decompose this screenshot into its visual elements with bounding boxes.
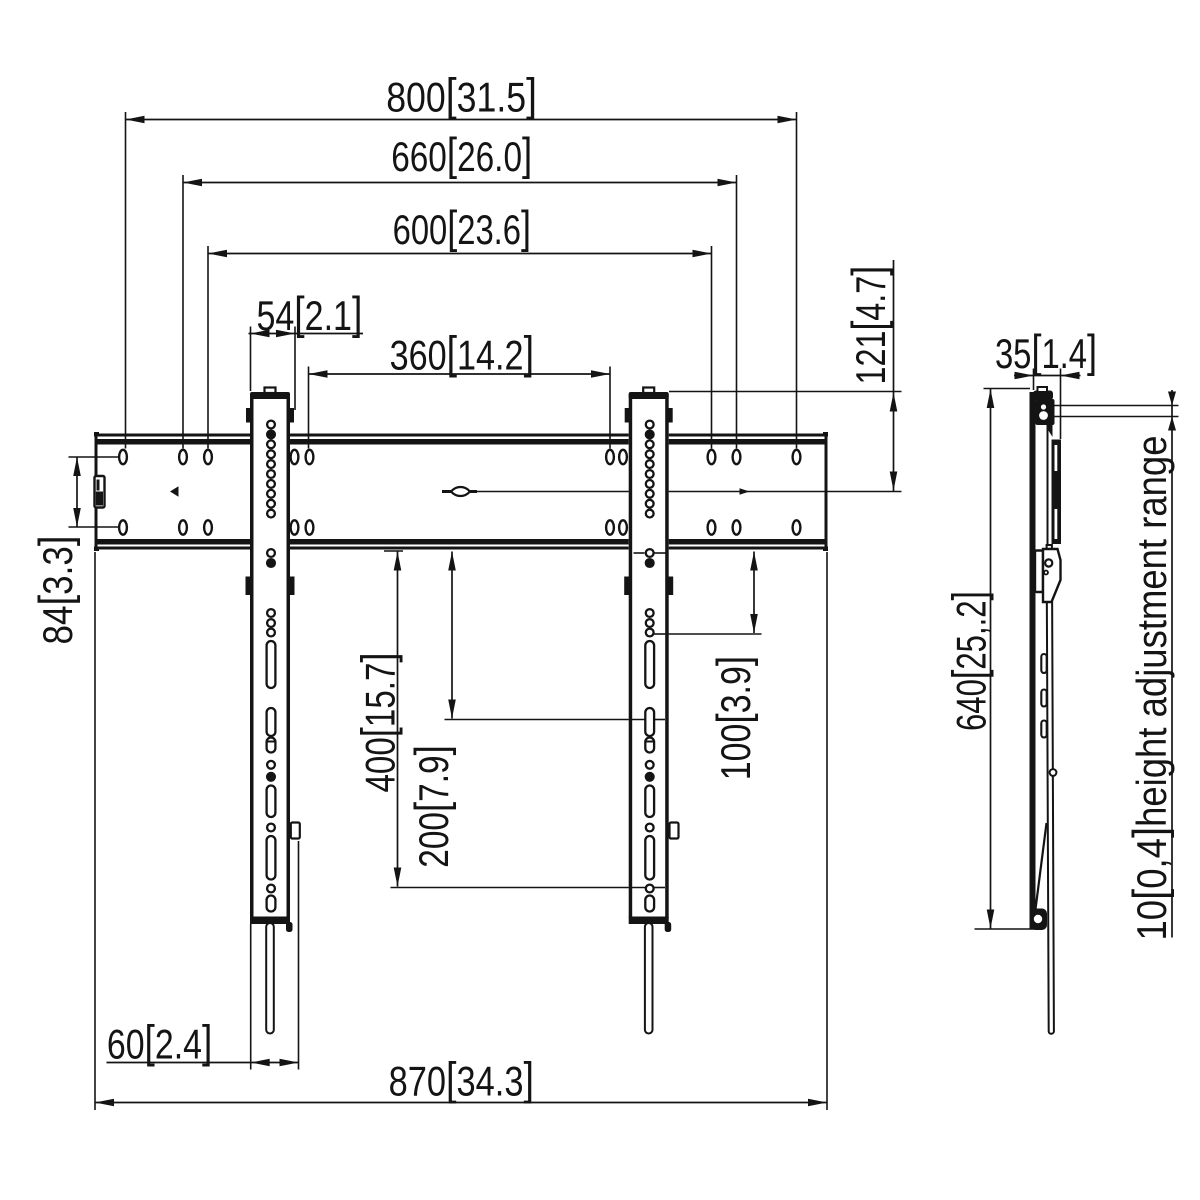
svg-text:200[7.9]: 200[7.9] xyxy=(406,745,458,868)
svg-text:640[25,.2]: 640[25,.2] xyxy=(943,591,995,731)
svg-text:360[14.2]: 360[14.2] xyxy=(390,327,534,379)
svg-text:100[3.9]: 100[3.9] xyxy=(708,656,760,780)
svg-text:400[15.7]: 400[15.7] xyxy=(352,653,404,793)
svg-text:60[2.4]: 60[2.4] xyxy=(107,1016,213,1068)
svg-text:54[2.1]: 54[2.1] xyxy=(256,288,362,340)
svg-text:800[31.5]: 800[31.5] xyxy=(386,69,537,121)
svg-text:600[23.6]: 600[23.6] xyxy=(393,202,531,254)
svg-text:870[34.3]: 870[34.3] xyxy=(389,1053,534,1105)
svg-text:84[3.3]: 84[3.3] xyxy=(30,536,82,645)
svg-text:121[4.7]: 121[4.7] xyxy=(843,266,895,385)
svg-text:10[0,4]height adjustment range: 10[0,4]height adjustment range xyxy=(1124,436,1176,941)
svg-text:660[26.0]: 660[26.0] xyxy=(391,129,532,181)
svg-text:35[1.4]: 35[1.4] xyxy=(995,326,1097,378)
